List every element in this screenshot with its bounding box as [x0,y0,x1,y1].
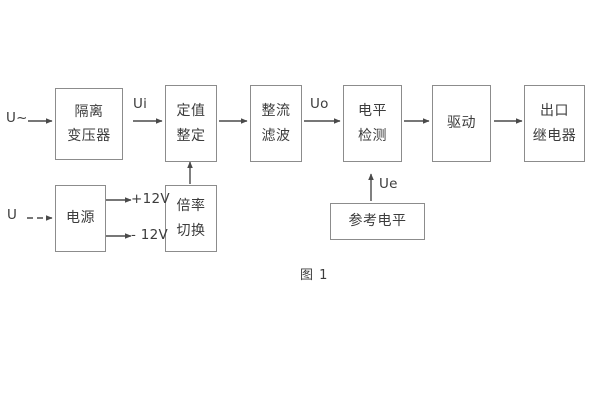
block-isolation-transformer-line2: 变压器 [67,128,111,144]
block-output-relay[interactable]: 出口 继电器 [524,85,585,162]
block-reference-level[interactable]: 参考电平 [330,203,425,240]
block-rectify-filter-line1: 整流 [261,103,291,119]
block-setting-value-line2: 整定 [176,127,206,144]
block-reference-level-line1: 参考电平 [348,213,407,230]
block-level-detect[interactable]: 电平 检测 [343,85,402,162]
label-ui: Ui [133,96,148,112]
block-setting-value[interactable]: 定值 整定 [165,85,217,162]
block-level-detect-line2: 检测 [358,127,387,144]
block-isolation-transformer[interactable]: 隔离 变压器 [55,88,123,160]
block-power-supply[interactable]: 电源 [55,185,106,252]
block-drive[interactable]: 驱动 [432,85,491,162]
block-multiplier-switch-line2: 切换 [176,222,206,239]
label-input-ac: U~ [6,110,28,126]
label-input-dc: U [7,207,18,223]
block-rectify-filter[interactable]: 整流 滤波 [250,85,302,162]
label-uo: Uo [310,96,329,112]
label-rail-negative: - 12V [131,227,169,243]
block-output-relay-line2: 继电器 [532,127,577,144]
block-multiplier-switch[interactable]: 倍率 切换 [165,185,217,252]
block-output-relay-line1: 出口 [540,103,569,119]
figure-caption: 图 1 [300,268,329,283]
block-power-supply-line1: 电源 [66,210,95,227]
block-isolation-transformer-line1: 隔离 [74,103,104,120]
block-drive-line1: 驱动 [447,115,476,132]
block-level-detect-line1: 电平 [358,103,387,119]
label-ue: Ue [379,176,398,192]
block-rectify-filter-line2: 滤波 [261,127,291,144]
label-rail-positive: +12V [131,191,170,207]
block-multiplier-switch-line1: 倍率 [176,198,206,214]
block-setting-value-line1: 定值 [176,103,206,119]
